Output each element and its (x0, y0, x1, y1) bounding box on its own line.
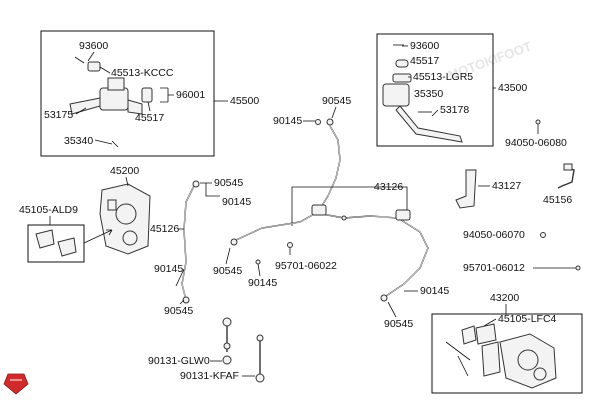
label-95701-06022: 95701-06022 (275, 260, 337, 272)
label-45156: 45156 (543, 194, 572, 206)
right-master-cylinder (382, 44, 463, 143)
label-45513-kccc: 45513-KCCC (111, 67, 174, 79)
upper-brake-hose (315, 118, 341, 197)
label-96001: 96001 (176, 89, 205, 101)
label-93600-right: 93600 (410, 40, 439, 52)
label-53178: 53178 (440, 104, 469, 116)
arrow-ald9 (83, 229, 113, 244)
label-90131-glw0: 90131-GLW0 (148, 355, 210, 367)
central-brake-hoses (230, 195, 429, 302)
label-90545-b: 90545 (164, 305, 193, 317)
bolt-90131-glw0 (222, 317, 232, 365)
label-43127: 43127 (492, 180, 521, 192)
label-45200: 45200 (110, 165, 139, 177)
label-95701-06012: 95701-06012 (463, 262, 525, 274)
left-master-cylinder (69, 56, 153, 148)
label-53175: 53175 (44, 109, 73, 121)
sensor-45156 (557, 163, 575, 189)
label-35340: 35340 (64, 135, 93, 147)
label-93600-left: 93600 (79, 40, 108, 52)
label-94050-06070: 94050-06070 (463, 229, 525, 241)
label-43200: 43200 (490, 292, 519, 304)
label-90145-top: 90145 (273, 115, 302, 127)
label-90545-top: 90545 (322, 95, 351, 107)
label-45517-right: 45517 (410, 55, 439, 67)
label-90545-c: 90545 (213, 265, 242, 277)
label-90131-kfaf: 90131-KFAF (180, 370, 239, 382)
box-45105-ald9 (27, 224, 85, 263)
label-90145-d: 90145 (420, 285, 449, 297)
label-35350: 35350 (414, 88, 443, 100)
label-90545-d: 90545 (384, 318, 413, 330)
label-45105-lfc4: 45105-LFC4 (498, 313, 557, 325)
label-45517-left: 45517 (135, 112, 164, 124)
bracket-43127 (455, 169, 477, 209)
label-45513-lgr5: 45513-LGR5 (413, 71, 473, 83)
label-45500: 45500 (230, 95, 259, 107)
label-43126: 43126 (374, 181, 403, 193)
bolt-90131-kfaf (255, 334, 265, 383)
brand-logo (3, 373, 29, 395)
label-90145-a: 90145 (222, 196, 251, 208)
left-brake-hose (181, 180, 200, 304)
label-90145-c: 90145 (248, 277, 277, 289)
right-caliper (445, 323, 557, 389)
label-90545-a: 90545 (214, 177, 243, 189)
brake-pads-left (35, 229, 77, 257)
box-43200 (431, 313, 583, 394)
label-94050-06080: 94050-06080 (505, 137, 567, 149)
leader-43126 (291, 186, 408, 226)
label-43500: 43500 (498, 82, 527, 94)
label-45105-ald9: 45105-ALD9 (19, 204, 78, 216)
box-43500 (376, 33, 494, 147)
left-caliper (99, 183, 151, 255)
label-90145-b: 90145 (154, 263, 183, 275)
label-45126: 45126 (150, 223, 179, 235)
box-45500 (40, 30, 215, 157)
